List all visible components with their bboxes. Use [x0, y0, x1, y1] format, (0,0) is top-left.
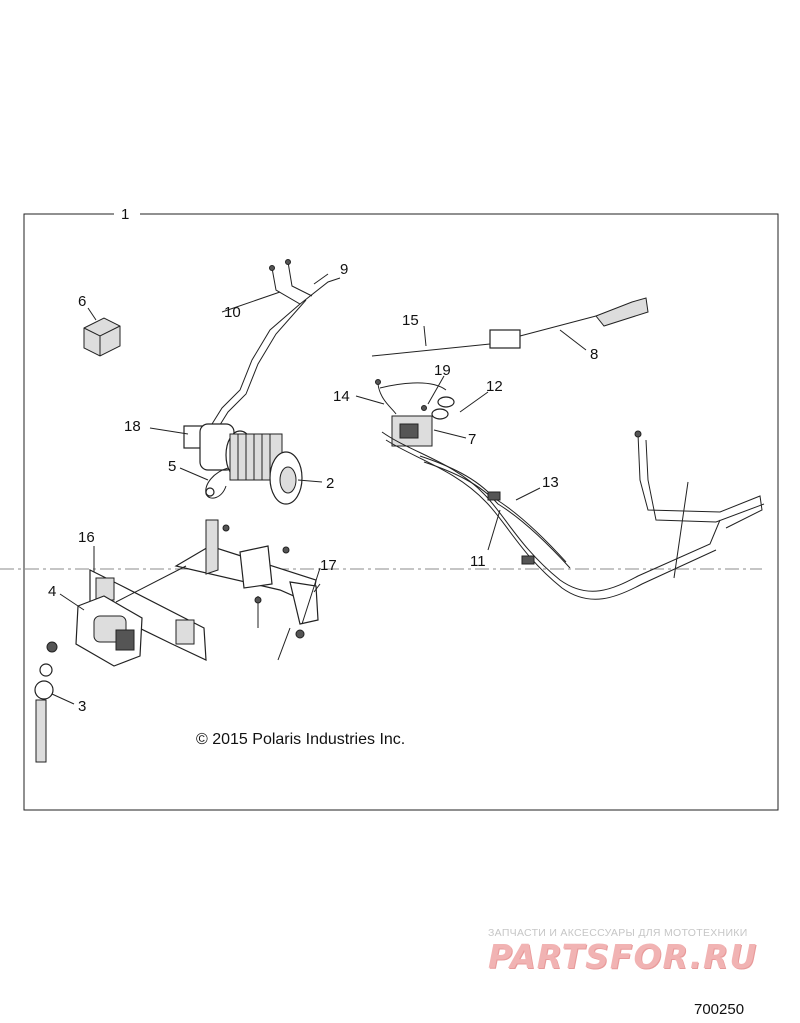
part-11-13-harness: [381, 430, 765, 600]
callout-11: 11: [470, 553, 486, 570]
callout-17: 17: [320, 557, 337, 574]
watermark-logo: PARTSFOR.RU: [488, 937, 758, 976]
callout-3: 3: [78, 698, 86, 715]
callout-7: 7: [468, 431, 476, 448]
callout-15: 15: [402, 312, 419, 329]
callout-12: 12: [486, 378, 503, 395]
callout-10: 10: [224, 304, 241, 321]
part-7-contactor: [375, 379, 455, 447]
part-4-fairlead: [46, 595, 143, 667]
part-9-10-cables: [211, 259, 341, 429]
part-6-box: [83, 317, 121, 357]
callout-5: 5: [168, 458, 176, 475]
callout-19: 19: [434, 362, 451, 379]
callout-6: 6: [78, 293, 86, 310]
part-2-winch: [183, 423, 303, 505]
callout-8: 8: [590, 346, 598, 363]
part-17-bracket: [174, 519, 321, 661]
callout-2: 2: [326, 475, 334, 492]
leader-lines: [51, 273, 587, 705]
part-5-hook: [205, 467, 229, 499]
callout-4: 4: [48, 583, 56, 600]
callout-9: 9: [340, 261, 348, 278]
callout-1: 1: [121, 206, 129, 223]
callout-13: 13: [542, 474, 559, 491]
callout-16: 16: [78, 529, 95, 546]
part-8-15-switch: [371, 297, 649, 357]
watermark-tagline: ЗАПЧАСТИ И АКСЕССУАРЫ ДЛЯ МОТОТЕХНИКИ: [488, 927, 748, 939]
copyright-notice: © 2015 Polaris Industries Inc.: [196, 731, 406, 748]
part-3-strap: [34, 663, 54, 763]
drawing-id: 700250: [694, 1001, 745, 1018]
callout-14: 14: [333, 388, 350, 405]
callout-18: 18: [124, 418, 141, 435]
watermark: ЗАПЧАСТИ И АКСЕССУАРЫ ДЛЯ МОТОТЕХНИКИ PA…: [488, 927, 788, 976]
kit-frame: [23, 213, 779, 811]
part-16-plate: [89, 565, 207, 661]
